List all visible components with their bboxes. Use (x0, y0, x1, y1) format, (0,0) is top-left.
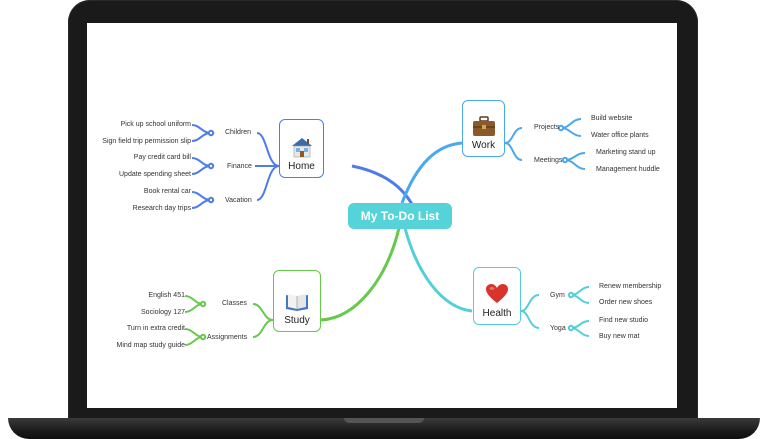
laptop-notch (344, 418, 424, 423)
topic-work-label: Work (471, 140, 496, 151)
leaf-turn-in-extra-credit[interactable]: Turn in extra credit (126, 325, 185, 332)
leaf-water-office-plants[interactable]: Water office plants (591, 132, 649, 139)
branch-projects[interactable]: Projects (534, 124, 560, 131)
branch-classes[interactable]: Classes (222, 300, 247, 307)
leaf-find-new-studio[interactable]: Find new studio (599, 317, 649, 324)
leaf-management-huddle[interactable]: Management huddle (596, 166, 660, 173)
house-icon (291, 138, 312, 158)
leaf-pay-credit-card-bill[interactable]: Pay credit card bill (133, 154, 191, 161)
topic-work[interactable]: Work (462, 100, 505, 157)
heart-icon (486, 284, 508, 303)
briefcase-icon (472, 116, 495, 136)
leaf-english-451[interactable]: English 451 (148, 292, 185, 299)
leaf-marketing-stand-up[interactable]: Marketing stand up (596, 149, 656, 156)
leaf-pick-up-school-uniform[interactable]: Pick up school uniform (120, 121, 191, 128)
study-connector (320, 227, 401, 322)
branch-children[interactable]: Children (225, 129, 252, 136)
mind-map-canvas[interactable]: My To-Do List Home Work Study (87, 23, 677, 408)
leaf-buy-new-mat[interactable]: Buy new mat (599, 333, 640, 340)
leaf-sociology-127[interactable]: Sociology 127 (141, 309, 185, 316)
work-connector (400, 141, 463, 204)
health-branch-lines (520, 286, 590, 337)
book-icon (286, 294, 308, 311)
central-topic[interactable]: My To-Do List (348, 203, 452, 229)
branch-assignments[interactable]: Assignments (207, 334, 248, 341)
home-branch-lines (191, 124, 280, 209)
topic-study[interactable]: Study (273, 270, 321, 332)
branch-yoga[interactable]: Yoga (550, 325, 566, 332)
topic-health-label: Health (482, 308, 512, 319)
leaf-build-website[interactable]: Build website (591, 115, 633, 122)
health-connector (403, 227, 473, 313)
branch-meetings[interactable]: Meetings (534, 157, 563, 164)
leaf-book-rental-car[interactable]: Book rental car (143, 188, 191, 195)
branch-gym[interactable]: Gym (550, 292, 565, 299)
laptop-base (8, 418, 760, 439)
leaf-mind-map-study-guide[interactable]: Mind map study guide (116, 342, 185, 349)
work-branch-lines (504, 118, 586, 170)
topic-study-label: Study (284, 315, 310, 326)
study-branch-lines (184, 295, 274, 346)
leaf-renew-membership[interactable]: Renew membership (599, 283, 662, 290)
connector-lines (184, 118, 590, 346)
leaf-research-day-trips[interactable]: Research day trips (132, 205, 191, 212)
branch-finance[interactable]: Finance (227, 163, 252, 170)
leaf-update-spending-sheet[interactable]: Update spending sheet (119, 171, 191, 178)
topic-home-label: Home (288, 161, 315, 172)
topic-health[interactable]: Health (473, 267, 521, 325)
branch-vacation[interactable]: Vacation (225, 197, 252, 204)
topic-home[interactable]: Home (279, 119, 324, 178)
leaf-sign-permission-slip[interactable]: Sign field trip permission slip (102, 138, 191, 145)
central-topic-label: My To-Do List (360, 209, 440, 223)
leaf-order-new-shoes[interactable]: Order new shoes (599, 299, 653, 306)
